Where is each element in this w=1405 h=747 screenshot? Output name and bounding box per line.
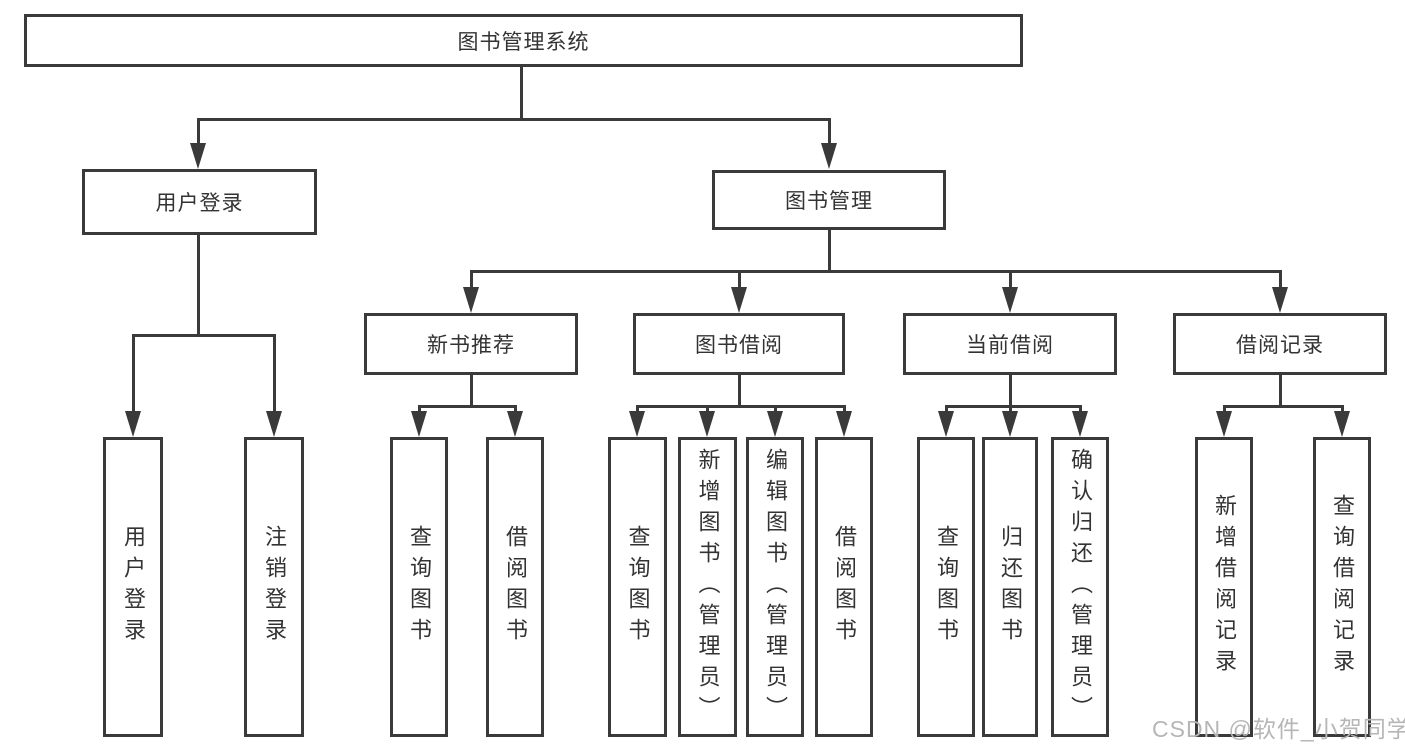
arrowhead-book-borrow	[731, 287, 747, 313]
connector-stem-nb-borrow	[514, 405, 517, 414]
connector-new-book-split	[418, 405, 517, 408]
connector-book-management-drop	[828, 229, 831, 272]
connector-stem-current-borrow	[1009, 270, 1012, 288]
connector-stem-rec-add	[1223, 405, 1226, 414]
leaf-edit-book-admin: 编辑图书（管理员）	[746, 437, 804, 737]
leaf-return-books: 归还图书	[982, 437, 1038, 737]
arrowhead-book-management	[821, 143, 837, 169]
watermark: CSDN @软件_小贺同学	[1152, 716, 1405, 742]
connector-stem-book-management	[828, 118, 831, 146]
connector-stem-bb-edit	[774, 405, 777, 414]
connector-stem-bb-add	[706, 405, 709, 414]
leaf-query-books-recommend: 查询图书	[390, 437, 448, 737]
node-current-borrow: 当前借阅	[903, 313, 1117, 375]
arrowhead-leaf-logout	[266, 411, 282, 437]
connector-current-borrow-drop	[1009, 374, 1012, 407]
arrowhead-bb-query	[629, 411, 645, 437]
node-borrow-records: 借阅记录	[1173, 313, 1387, 375]
node-new-book-recommend: 新书推荐	[364, 313, 578, 375]
node-book-management: 图书管理	[712, 170, 946, 230]
connector-stem-leaf-logout	[273, 334, 276, 414]
arrowhead-cb-confirm	[1072, 411, 1088, 437]
connector-stem-leaf-user-login	[132, 334, 135, 414]
node-book-borrow: 图书借阅	[633, 313, 845, 375]
connector-user-login-drop	[197, 234, 200, 335]
connector-new-book-drop	[470, 374, 473, 407]
arrowhead-cb-return	[1002, 411, 1018, 437]
leaf-add-book-admin: 新增图书（管理员）	[678, 437, 737, 737]
arrowhead-current-borrow	[1002, 287, 1018, 313]
connector-book-borrow-drop	[738, 374, 741, 407]
connector-stem-user-login	[197, 118, 200, 146]
arrowhead-bb-edit	[767, 411, 783, 437]
connector-stem-book-borrow	[738, 270, 741, 288]
leaf-borrow-books-recommend: 借阅图书	[486, 437, 544, 737]
leaf-query-books-current: 查询图书	[917, 437, 975, 737]
connector-stem-cb-confirm	[1079, 405, 1082, 414]
arrowhead-borrow-records	[1272, 287, 1288, 313]
connector-stem-rec-query	[1341, 405, 1344, 414]
arrowhead-leaf-user-login	[125, 411, 141, 437]
arrowhead-rec-query	[1334, 411, 1350, 437]
connector-stem-cb-query	[945, 405, 948, 414]
connector-stem-nb-query	[418, 405, 421, 414]
connector-current-borrow-split	[945, 405, 1082, 408]
connector-book-borrow-split	[636, 405, 846, 408]
arrowhead-user-login	[190, 143, 206, 169]
leaf-borrow-books: 借阅图书	[815, 437, 873, 737]
connector-level2-split	[197, 118, 831, 121]
leaf-logout: 注销登录	[244, 437, 304, 737]
connector-stem-bb-borrow	[843, 405, 846, 414]
connector-stem-borrow-records	[1279, 270, 1282, 288]
connector-root-drop	[520, 66, 523, 120]
leaf-query-books-borrow: 查询图书	[608, 437, 667, 737]
leaf-add-borrow-record: 新增借阅记录	[1195, 437, 1253, 737]
connector-records-drop	[1279, 374, 1282, 407]
connector-level3-split	[470, 270, 1282, 273]
leaf-user-login: 用户登录	[103, 437, 163, 737]
node-user-login: 用户登录	[82, 169, 317, 235]
node-root-system: 图书管理系统	[24, 14, 1023, 67]
arrowhead-nb-borrow	[507, 411, 523, 437]
leaf-query-borrow-record: 查询借阅记录	[1313, 437, 1371, 737]
connector-stem-bb-query	[636, 405, 639, 414]
arrowhead-cb-query	[938, 411, 954, 437]
arrowhead-new-book	[463, 287, 479, 313]
connector-stem-new-book	[470, 270, 473, 288]
connector-stem-cb-return	[1009, 405, 1012, 414]
connector-user-login-split	[132, 334, 276, 337]
leaf-confirm-return-admin: 确认归还（管理员）	[1051, 437, 1109, 737]
arrowhead-nb-query	[411, 411, 427, 437]
arrowhead-bb-borrow	[836, 411, 852, 437]
arrowhead-rec-add	[1216, 411, 1232, 437]
connector-records-split	[1223, 405, 1344, 408]
arrowhead-bb-add	[699, 411, 715, 437]
